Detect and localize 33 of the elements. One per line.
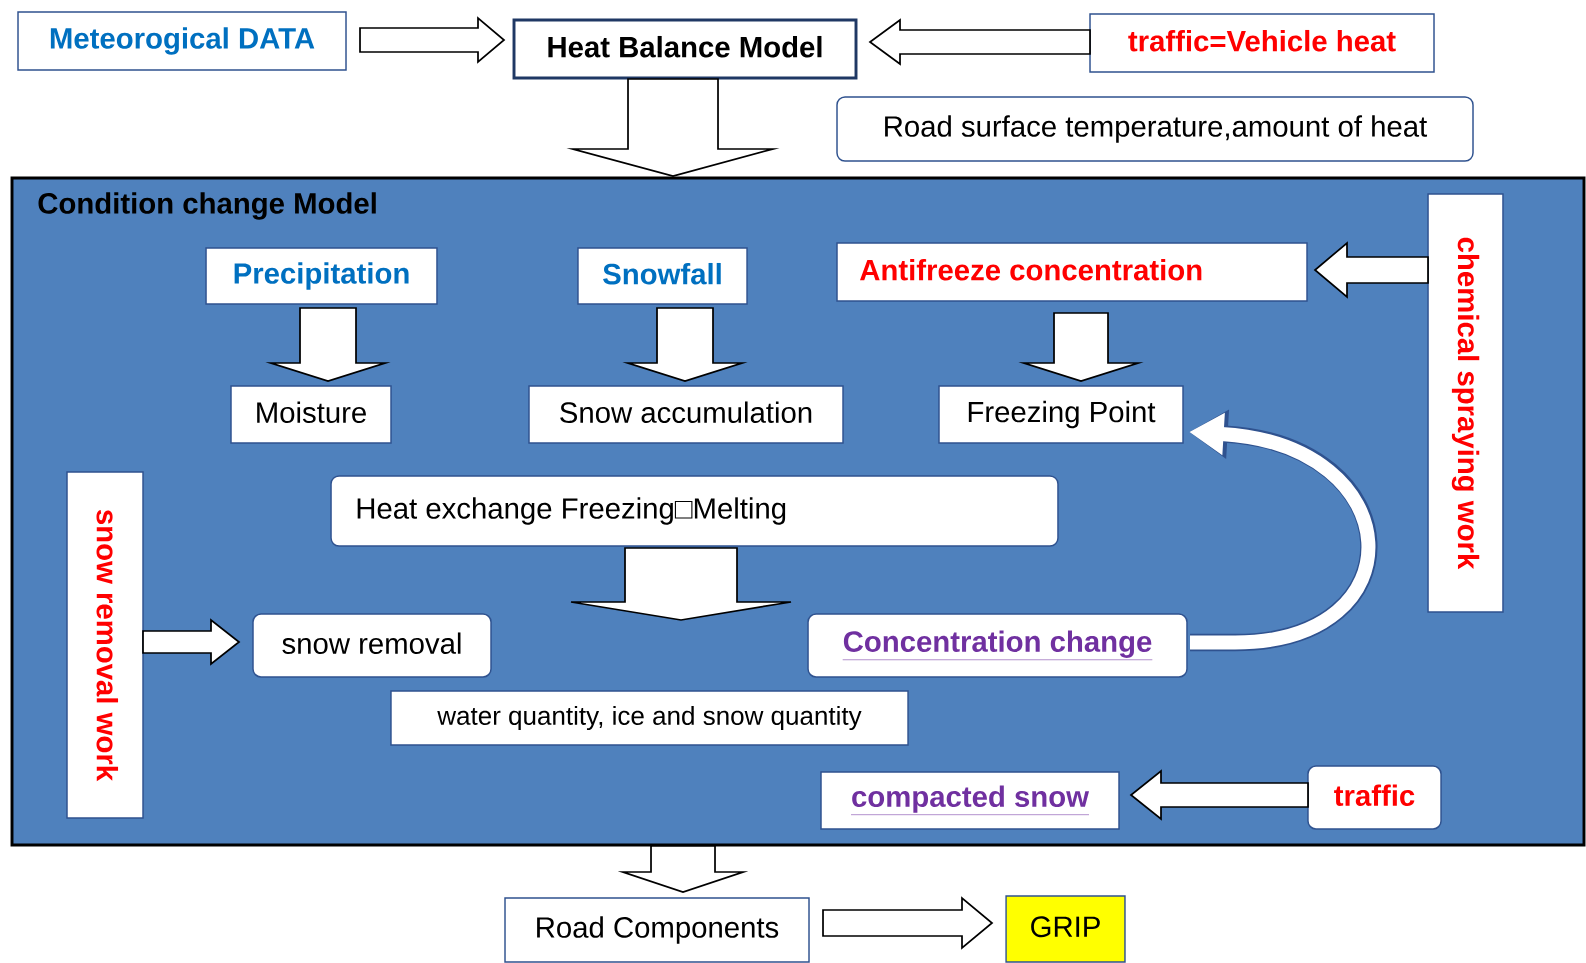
rounded-box: snow removal <box>252 613 492 678</box>
text-box: GRIP <box>1005 895 1126 963</box>
text-box: Freezing Point <box>938 385 1184 444</box>
vertical-label-box: chemical spraying work <box>1427 193 1504 613</box>
text-box: Precipitation <box>205 247 438 305</box>
block-arrow <box>359 16 506 64</box>
rounded-box: Concentration change <box>807 613 1188 678</box>
block-arrow <box>617 845 749 893</box>
block-arrow <box>265 307 391 382</box>
block-arrow <box>822 896 994 950</box>
block-arrow <box>622 307 748 382</box>
rounded-box: traffic <box>1307 765 1442 830</box>
block-arrow <box>142 618 241 666</box>
text-box: Moisture <box>230 385 392 444</box>
panel-heading: Condition change Model <box>38 192 376 220</box>
text-box: Snowfall <box>577 247 748 305</box>
vertical-label-box: snow removal work <box>66 471 144 819</box>
block-arrow <box>868 18 1091 66</box>
rounded-box: Road surface temperature,amount of heat <box>836 96 1474 162</box>
text-box: Snow accumulation <box>528 385 844 444</box>
text-box: Heat Balance Model <box>512 18 858 80</box>
text-box: traffic=Vehicle heat <box>1089 13 1435 73</box>
block-arrow <box>1129 769 1309 821</box>
text-box: water quantity, ice and snow quantity <box>390 690 909 746</box>
block-arrow <box>570 547 792 621</box>
text-box: compacted snow <box>820 771 1120 830</box>
text-box: Meteorogical DATA <box>17 11 347 71</box>
block-arrow <box>1018 312 1144 382</box>
block-arrow <box>1313 241 1429 299</box>
rounded-box: Heat exchange Freezing□Melting <box>330 475 1059 547</box>
block-arrow <box>566 78 780 177</box>
text-box: Antifreeze concentration <box>836 242 1308 302</box>
text-box: Road Components <box>504 897 810 963</box>
